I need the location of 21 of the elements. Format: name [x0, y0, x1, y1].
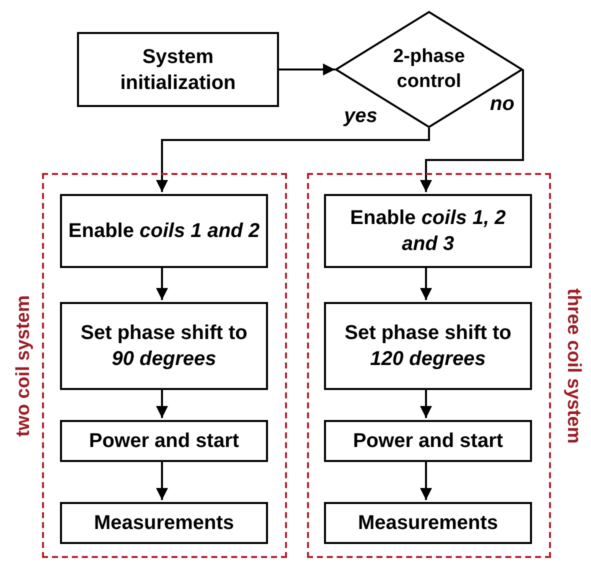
process-box: Set phase shift to 120 degrees — [324, 302, 532, 390]
arrow — [420, 388, 432, 418]
process-box: Enable coils 1, 2 and 3 — [324, 194, 532, 268]
group-label: three coil system — [562, 288, 584, 444]
arrow — [156, 266, 168, 300]
process-box: Power and start — [324, 420, 532, 462]
process-box: Power and start — [60, 420, 268, 462]
process-box: Measurements — [324, 502, 532, 544]
decision-text: 2-phase control — [392, 44, 466, 94]
arrow — [279, 64, 335, 76]
process-box: Enable coils 1 and 2 — [60, 194, 268, 268]
process-box: System initialization — [77, 32, 279, 107]
group-label: two coil system — [13, 294, 35, 436]
arrow — [156, 460, 168, 500]
arrow — [420, 70, 524, 192]
arrow — [156, 128, 430, 192]
process-box: Measurements — [60, 502, 268, 544]
arrow — [420, 460, 432, 500]
arrow — [156, 388, 168, 418]
process-box: Set phase shift to 90 degrees — [60, 302, 268, 390]
arrow — [420, 266, 432, 300]
